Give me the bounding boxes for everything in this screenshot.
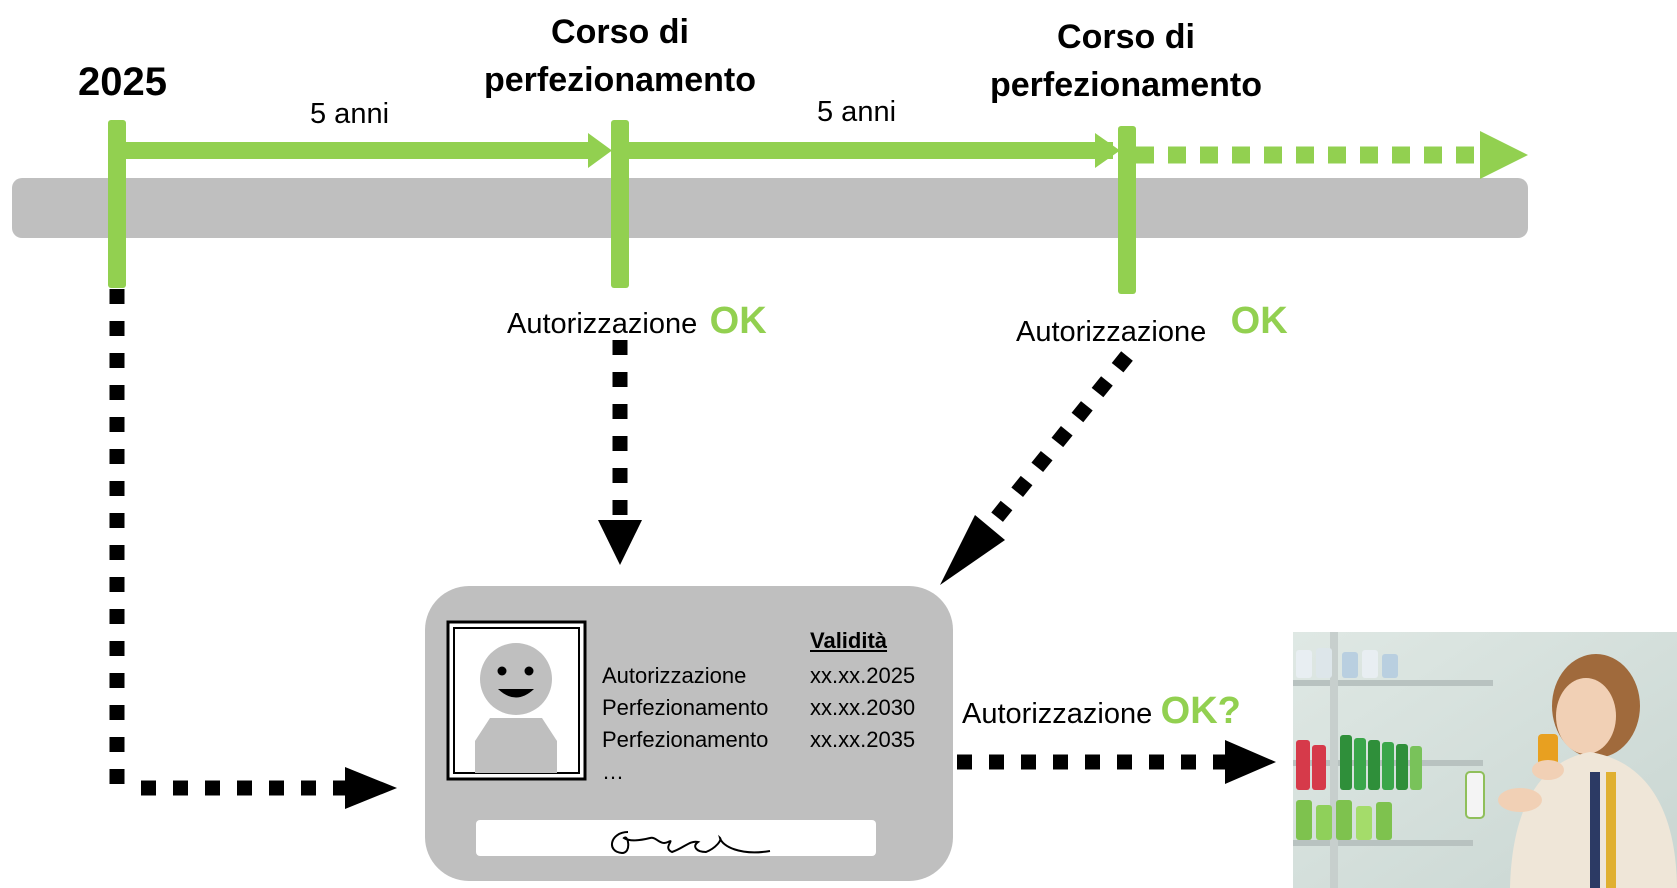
status-3: Autorizzazione OK? — [962, 690, 1241, 733]
status-1-badge: OK — [709, 300, 767, 342]
milestone-2-label: Corso di perfezionamento — [976, 13, 1276, 109]
signature-strip — [476, 820, 876, 856]
connector-2025-to-card — [109, 289, 397, 809]
tick-2025 — [108, 120, 126, 288]
interval-1-label: 5 anni — [310, 98, 390, 130]
interval-arrow-1 — [118, 133, 612, 168]
milestone-2-line-1: Corso di — [1057, 18, 1195, 56]
status-2-badge: OK — [1230, 300, 1288, 342]
milestone-1-line-2: perfezionamento — [483, 61, 757, 99]
interval-2-label: 5 anni — [817, 96, 897, 128]
interval-arrow-2 — [625, 133, 1120, 168]
status-2: Autorizzazione OK — [1016, 300, 1288, 351]
status-1: Autorizzazione OK — [507, 300, 767, 343]
connector-milestone-1-to-card — [598, 340, 642, 565]
card-row-date-2: xx.xx.2030 — [810, 695, 916, 720]
interval-arrow-dotted — [1136, 131, 1528, 179]
status-3-label: Autorizzazione — [962, 698, 1153, 730]
status-3-badge: OK? — [1160, 690, 1241, 732]
signature-icon — [611, 831, 771, 855]
card-row-name-2: Perfezionamento — [602, 695, 769, 720]
id-photo-icon — [446, 620, 587, 781]
card-row-name-4: … — [602, 759, 624, 784]
card-row-date-3: xx.xx.2035 — [810, 727, 916, 752]
timeline-bar — [12, 178, 1528, 238]
connector-milestone-2-to-card — [940, 351, 1133, 585]
status-1-label: Autorizzazione — [507, 308, 698, 340]
tick-milestone-2 — [1118, 126, 1136, 294]
status-2-label: Autorizzazione — [1016, 316, 1207, 348]
milestone-1-label: Corso di perfezionamento — [470, 8, 770, 104]
shopper-photo — [1293, 632, 1677, 888]
start-year-label: 2025 — [78, 60, 167, 104]
id-card — [425, 586, 953, 881]
tick-milestone-1 — [611, 120, 629, 288]
card-row-name-3: Perfezionamento — [602, 727, 769, 752]
card-row-name-1: Autorizzazione — [602, 663, 747, 688]
card-validity-header: Validità — [810, 628, 888, 653]
connector-card-to-shopper — [957, 740, 1276, 784]
milestone-1-line-1: Corso di — [551, 13, 689, 51]
card-row-date-1: xx.xx.2025 — [810, 663, 916, 688]
milestone-2-line-2: perfezionamento — [989, 66, 1263, 104]
